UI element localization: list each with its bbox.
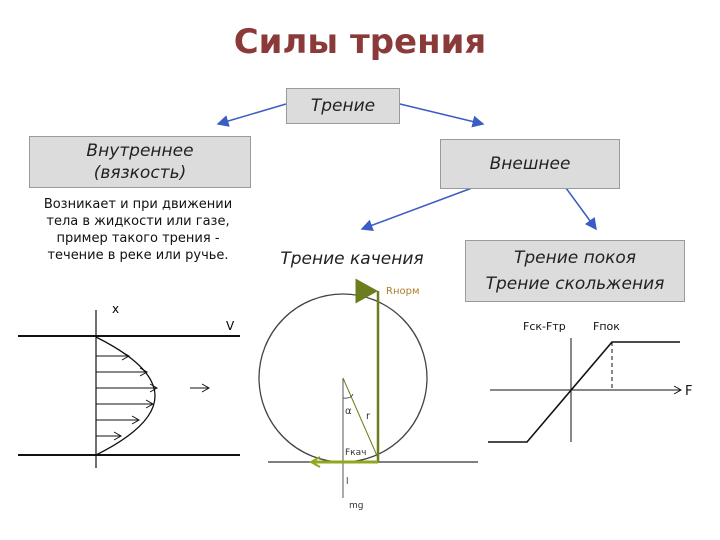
desc-line: пример такого трения - (56, 231, 220, 246)
graph-peak-label: Fпок (593, 320, 620, 333)
friction-curve (488, 341, 680, 443)
rolling-diagram (258, 278, 478, 498)
desc-line: течение в реке или ручье. (47, 248, 229, 263)
arrow-root-external (399, 103, 485, 128)
friction-graph (488, 338, 683, 443)
l-label: l (346, 477, 349, 487)
radius-label: r (366, 411, 371, 422)
friction-arrow-head (308, 456, 321, 468)
box-static-sliding: Трение покоя Трение скольжения (465, 240, 685, 302)
tree-arrows (216, 103, 597, 231)
arrow-external-rolling (360, 187, 473, 231)
arrow-root-internal (216, 103, 287, 127)
box-internal: Внутреннее (вязкость) (29, 136, 251, 188)
desc-line: тела в жидкости или газе, (46, 214, 230, 229)
arrow-external-static (565, 187, 597, 231)
flow-axis-x-label: x (112, 302, 119, 316)
box-internal-line2: (вязкость) (93, 163, 187, 183)
box-static-line2: Трение скольжения (485, 274, 665, 294)
normal-force-label: Rнорм (386, 286, 420, 297)
velocity-profile (95, 336, 156, 456)
desc-line: Возникает и при движении (43, 197, 233, 212)
graph-x-label: F (685, 384, 692, 399)
box-friction-label: Трение (310, 96, 376, 116)
box-internal-line1: Внутреннее (86, 141, 194, 161)
rolling-friction-label: Трение качения (280, 249, 424, 269)
radius-line (342, 377, 379, 459)
flow-diagram (18, 310, 240, 468)
alpha-arc (342, 393, 354, 399)
friction-label: Fкач (345, 448, 366, 458)
box-static-line1: Трение покоя (513, 248, 637, 268)
box-friction: Трение (286, 88, 400, 124)
page-title: Силы трения (233, 22, 487, 62)
flow-axis-v-label: V (226, 319, 235, 333)
alpha-label: α (345, 406, 352, 417)
gravity-label: mg (349, 501, 363, 511)
box-external-label: Внешнее (489, 154, 571, 174)
box-external: Внешнее (440, 139, 620, 189)
internal-description: Возникает и при движении тела в жидкости… (22, 196, 254, 264)
graph-y-label: Fск-Fтр (523, 320, 566, 333)
